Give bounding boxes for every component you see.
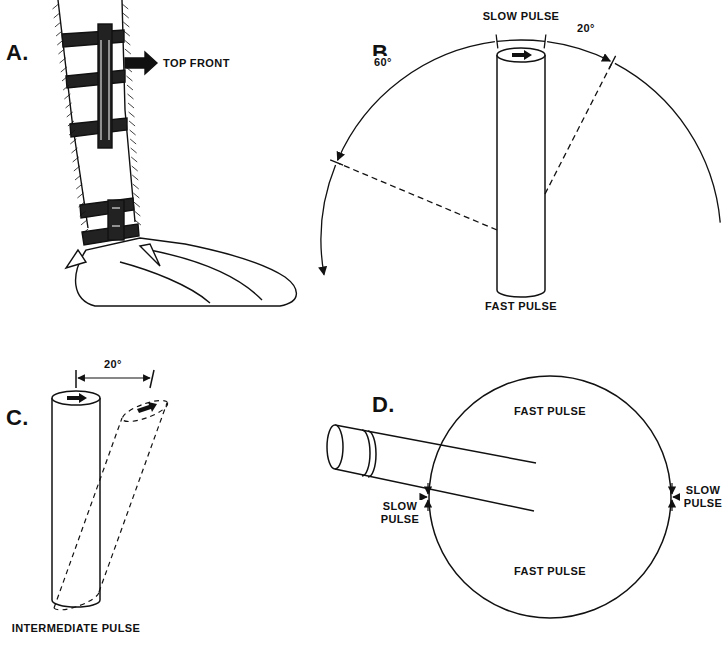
angle-label: 60° <box>372 56 394 69</box>
straps <box>62 24 139 245</box>
strap-detail <box>101 40 120 226</box>
angle-label: 20° <box>575 22 597 35</box>
pulse-label: FAST PULSE <box>483 300 559 313</box>
pulse-label: SLOW PULSE <box>376 500 424 525</box>
dewclaw <box>66 250 86 268</box>
angle-label: 20° <box>102 358 124 371</box>
cylinder <box>327 425 536 511</box>
direction-arrow <box>125 52 157 74</box>
pulse-label: SLOW PULSE <box>481 10 562 23</box>
pulse-label: FAST PULSE <box>512 405 588 418</box>
cylinder <box>497 48 545 297</box>
slow-pulse-marker <box>422 483 678 511</box>
panel-letter: C. <box>4 405 31 430</box>
hoof-line <box>150 250 262 300</box>
panel-letter: A. <box>4 40 31 65</box>
pulse-label: FAST PULSE <box>512 565 588 578</box>
angle-arc <box>321 34 720 274</box>
cylinder <box>52 370 170 610</box>
hoof-line <box>120 262 210 303</box>
dewclaw <box>140 244 160 266</box>
pulse-label: INTERMEDIATE PULSE <box>10 622 143 635</box>
pulse-label: SLOW PULSE <box>680 484 726 509</box>
foot-outline <box>76 238 297 306</box>
panel-letter: D. <box>370 392 397 417</box>
sensor-circle: FAST PULSE FAST PULSE <box>428 375 672 619</box>
leg-drawing <box>53 0 297 306</box>
fur-texture <box>53 4 141 234</box>
direction-label: TOP FRONT <box>161 57 232 70</box>
